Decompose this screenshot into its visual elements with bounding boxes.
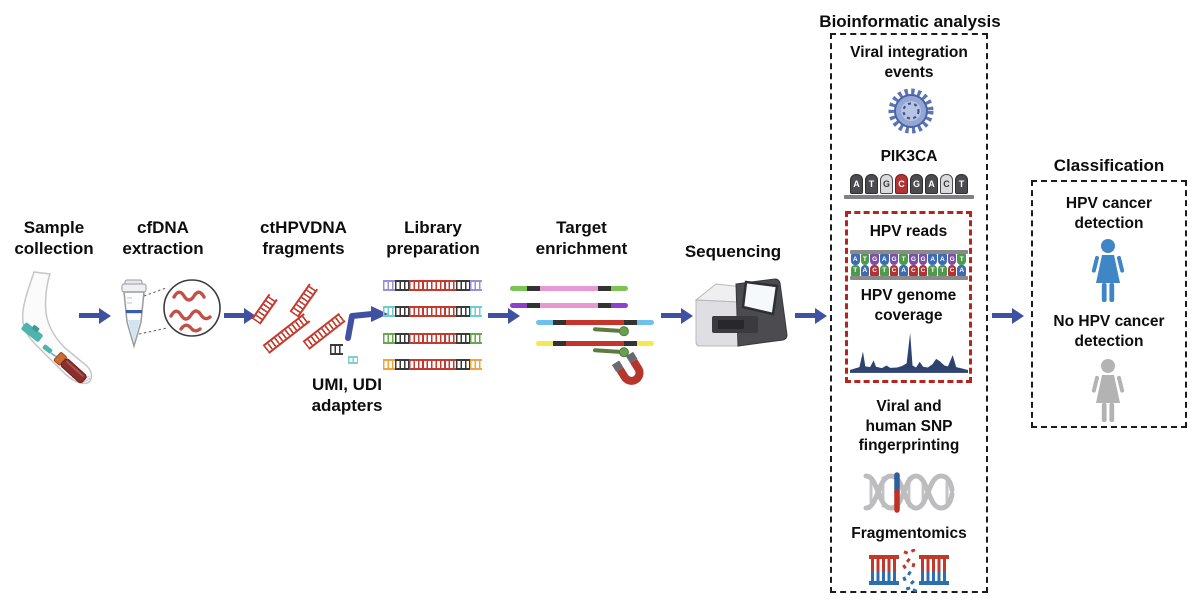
alignment-bar xyxy=(849,250,968,254)
library-strands-group xyxy=(383,280,483,375)
base-tile: A xyxy=(925,174,938,194)
base-tile: T xyxy=(865,174,878,194)
flow-arrow-icon xyxy=(488,307,520,324)
magnet-icon xyxy=(611,352,644,385)
aligned-base: A xyxy=(860,265,870,276)
aligned-base: C xyxy=(918,265,928,276)
aligned-base: T xyxy=(899,254,908,265)
target-strand xyxy=(536,341,654,346)
blood-tube-icon xyxy=(53,352,87,384)
pik3ca-label: PIK3CA xyxy=(880,148,938,165)
aligned-base: A xyxy=(899,265,908,276)
base-tile: A xyxy=(850,174,863,194)
hpv-coverage-label: HPV genome coverage xyxy=(860,287,957,324)
snp-fingerprinting-label: Viral and human SNP fingerprinting xyxy=(858,398,960,455)
flow-arrow-icon xyxy=(224,307,256,324)
aligned-base: C xyxy=(909,265,918,276)
cthpvdna-fragments-group xyxy=(248,276,368,376)
viral-integration-label: Viral integration events xyxy=(850,44,968,81)
aligned-base: C xyxy=(870,265,879,276)
arm-blood-draw-icon xyxy=(21,271,93,385)
step-label-target-enrichment: Target enrichment xyxy=(535,218,628,259)
butterfly-needle-icon xyxy=(42,344,53,354)
bioinformatics-title: Bioinformatic analysis xyxy=(819,12,1001,31)
dna-fragment-icon xyxy=(262,313,311,354)
alignment-bar xyxy=(849,276,968,280)
flow-arrow-icon xyxy=(992,307,1024,324)
udi-adapter-icon xyxy=(348,356,358,364)
library-strand xyxy=(383,333,482,344)
base-tile: C xyxy=(940,174,953,194)
step-label-sequencing: Sequencing xyxy=(684,242,782,261)
elbow-arrow-icon xyxy=(345,306,388,341)
base-tile: G xyxy=(910,174,923,194)
target-strand xyxy=(510,303,628,308)
aligned-base: G xyxy=(918,254,928,265)
cfdna-strands xyxy=(169,290,212,333)
hybridization-probe-icon xyxy=(592,327,621,333)
flow-arrow-icon xyxy=(795,307,827,324)
aligned-base: G xyxy=(947,254,957,265)
sequencer-icon xyxy=(694,278,788,347)
aligned-base: A xyxy=(938,254,947,265)
aligned-base: T xyxy=(957,254,967,265)
base-tile: T xyxy=(955,174,968,194)
female-figure-icon-negative xyxy=(1091,359,1125,422)
aligned-base: T xyxy=(860,254,870,265)
hpv-cancer-detection-label: HPV cancer detection xyxy=(1065,195,1153,232)
aligned-base: T xyxy=(928,265,938,276)
library-strand xyxy=(383,359,482,370)
base-tile: G xyxy=(880,174,893,194)
sequencer-screen xyxy=(741,280,779,316)
flow-arrow-icon xyxy=(661,307,693,324)
target-strand xyxy=(536,320,654,325)
fragmentomics-icon xyxy=(869,549,949,593)
flow-arrow-icon xyxy=(79,307,111,324)
aligned-base: T xyxy=(879,265,889,276)
female-figure-icon-positive xyxy=(1091,239,1125,302)
aligned-base: G xyxy=(909,254,918,265)
microtube-liquid xyxy=(128,320,140,342)
classification-title: Classification xyxy=(1053,156,1165,175)
adapters-label: UMI, UDI adapters xyxy=(311,375,383,416)
virus-icon xyxy=(888,88,934,134)
coverage-plot-icon xyxy=(849,332,968,373)
aligned-base: C xyxy=(947,265,957,276)
aligned-base: T xyxy=(850,265,860,276)
dna-fragment-icon xyxy=(251,293,278,325)
target-enrichment-group xyxy=(510,284,670,394)
aligned-base: A xyxy=(879,254,889,265)
fragmentomics-label: Fragmentomics xyxy=(851,525,967,542)
tourniquet-band xyxy=(21,322,43,342)
base-tile: C xyxy=(895,174,908,194)
no-hpv-cancer-detection-label: No HPV cancer detection xyxy=(1053,313,1165,350)
step-label-cfdna-extraction: cfDNA extraction xyxy=(122,218,204,259)
step-label-cthpvdna-fragments: ctHPVDNA fragments xyxy=(260,218,347,259)
aligned-base: C xyxy=(889,265,899,276)
aligned-base: T xyxy=(938,265,947,276)
aligned-base: G xyxy=(870,254,879,265)
aligned-base: A xyxy=(850,254,860,265)
aligned-base: G xyxy=(889,254,899,265)
microtube-body xyxy=(123,291,145,349)
cfdna-extraction-icon xyxy=(121,279,221,349)
sequence-base-bar xyxy=(844,195,974,199)
library-strand xyxy=(383,280,482,291)
dna-helix-snp-icon xyxy=(863,472,955,513)
aligned-base: A xyxy=(957,265,967,276)
step-label-sample-collection: Sample collection xyxy=(14,218,94,259)
step-label-library-preparation: Library preparation xyxy=(386,218,480,259)
hpv-reads-label: HPV reads xyxy=(869,223,948,240)
aligned-base: A xyxy=(928,254,938,265)
target-strand xyxy=(510,286,628,291)
umi-adapter-icon xyxy=(330,344,343,355)
classification-panel: HPV cancer detection No HPV cancer detec… xyxy=(1031,180,1187,428)
library-strand xyxy=(383,306,482,317)
